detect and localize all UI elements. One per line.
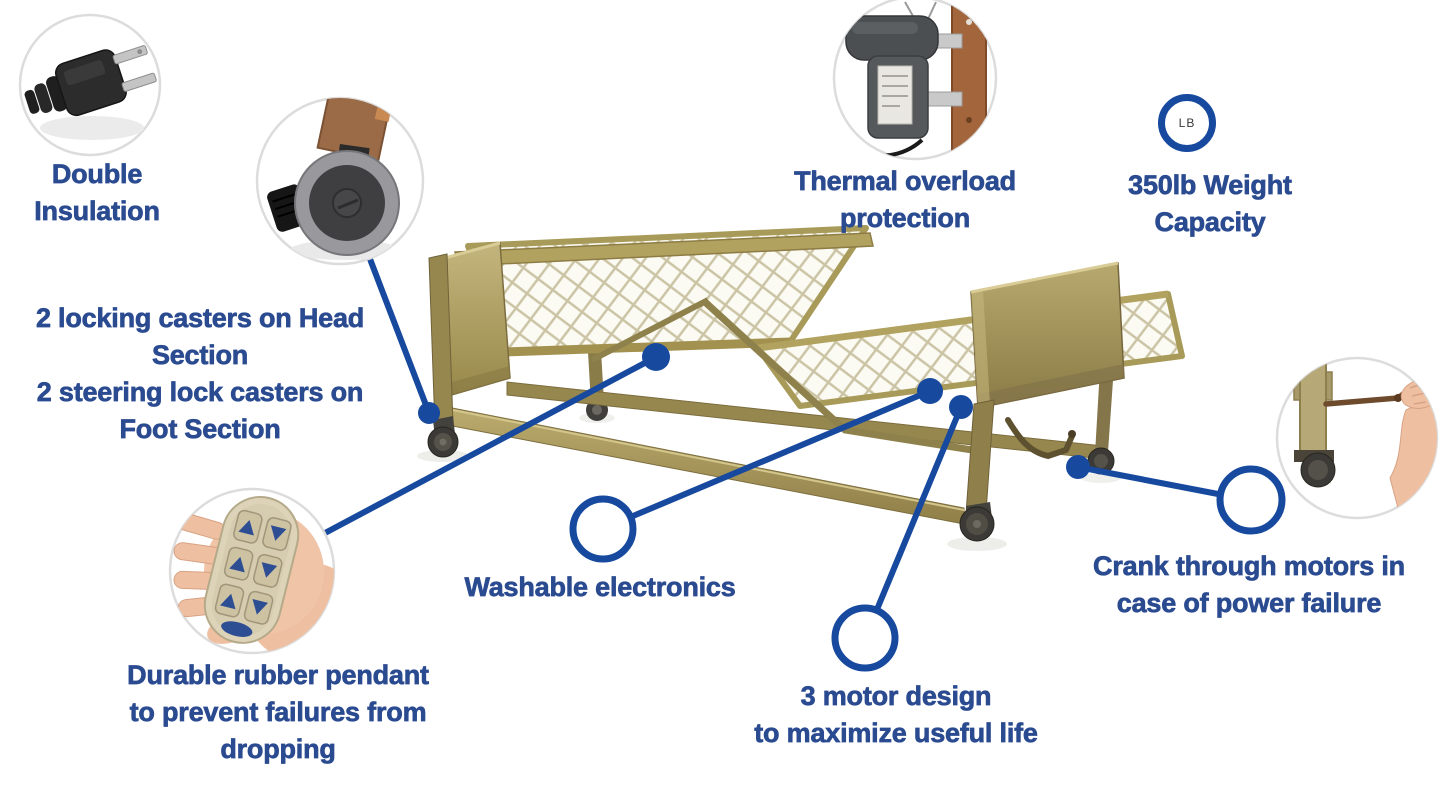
caster-icon <box>267 98 400 260</box>
three-motor-ring-icon <box>831 604 899 672</box>
motor-photo <box>832 0 998 161</box>
callout-label-double-insulation: Double Insulation <box>34 159 160 227</box>
marker-dot-pendant <box>642 343 670 371</box>
caster-hub <box>592 405 602 415</box>
callout-label-three-motor-design: 3 motor design to maximize useful life <box>754 681 1038 749</box>
leader-line-three-motor <box>875 404 964 610</box>
footboard-far-leg <box>1095 366 1114 454</box>
headboard <box>427 241 511 458</box>
footboard-near-leg <box>965 399 995 515</box>
washable-electronics-ring-icon <box>569 495 637 563</box>
callout-label-durable-pendant: Durable rubber pendant to prevent failur… <box>127 660 430 765</box>
hand-crank-photo <box>1275 356 1439 520</box>
callout-label-weight-capacity: 350lb Weight Capacity <box>1128 170 1293 238</box>
callout-label-thermal-overload: Thermal overload protection <box>794 166 1017 234</box>
pendant-arrow-buttons <box>220 519 287 615</box>
lb-badge-label: LB <box>1178 116 1196 130</box>
manual-crank <box>1005 417 1075 460</box>
bed-linkage-strut <box>590 297 710 363</box>
marker-dots <box>418 343 1090 479</box>
marker-dot-washable <box>917 378 943 404</box>
footboard <box>959 261 1125 542</box>
marker-dot-casters <box>418 402 440 424</box>
weight-capacity-badge: LB <box>1158 94 1216 152</box>
leader-line-pendant <box>322 354 659 536</box>
caster-shadow <box>947 537 1007 551</box>
leader-line-casters <box>367 256 432 416</box>
callout-label-locking-casters: 2 locking casters on Head Section 2 stee… <box>35 303 365 445</box>
marker-dot-three-motor <box>949 395 973 419</box>
leader-line-washable <box>630 388 933 519</box>
callout-label-crank-through-motors: Crank through motors in case of power fa… <box>1093 551 1406 619</box>
magnifier-rings <box>569 465 1286 672</box>
pendant-icon <box>173 496 334 653</box>
hospital-bed-illustration <box>417 225 1185 551</box>
marker-dot-crank <box>1066 455 1090 479</box>
power-plug-photo <box>18 13 162 157</box>
leader-lines <box>322 256 1221 610</box>
leader-line-crank <box>1075 464 1221 497</box>
crank-ring-icon <box>1216 465 1286 535</box>
callout-label-washable-electronics: Washable electronics <box>464 572 736 603</box>
caster-wheel-photo <box>255 96 425 266</box>
plug-icon <box>24 45 157 117</box>
hand-pendant-photo <box>168 487 336 655</box>
